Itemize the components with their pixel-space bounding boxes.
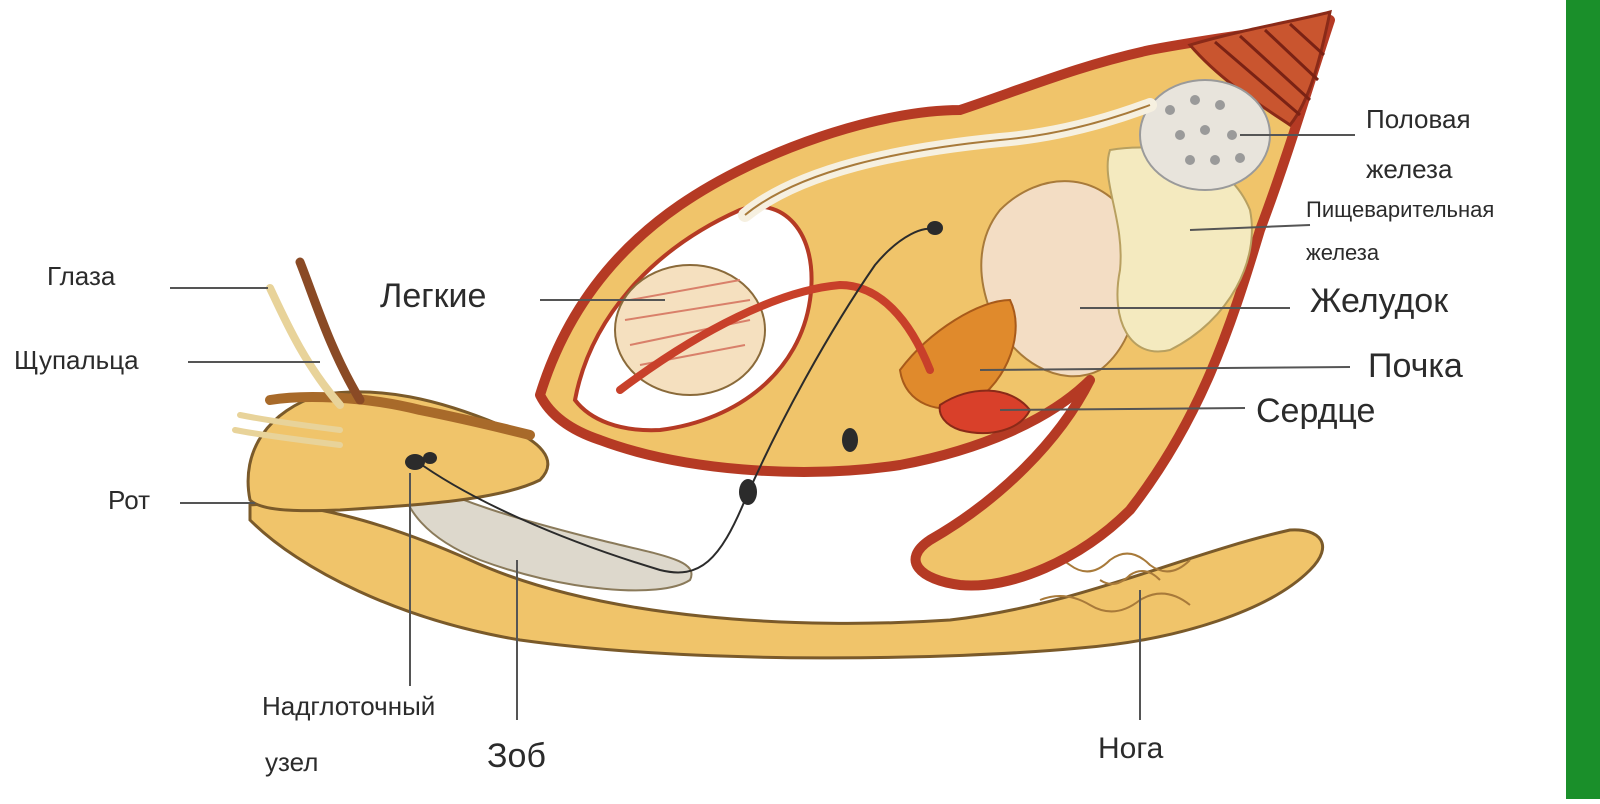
green-side-bar	[1566, 0, 1600, 799]
ganglion-small	[423, 452, 437, 464]
label-ganglion-line1: Надглоточный	[262, 692, 435, 722]
label-ganglion-line2: узел	[265, 748, 318, 778]
label-digestive-line2: железа	[1306, 240, 1379, 265]
label-foot: Нога	[1098, 732, 1163, 767]
label-digestive-line1: Пищеварительная	[1306, 197, 1494, 222]
label-crop: Зоб	[487, 737, 546, 776]
label-tentacles: Щупальца	[14, 346, 139, 376]
ganglion-mid	[739, 479, 757, 505]
label-lungs: Легкие	[380, 277, 486, 316]
label-gonad-line1: Половая	[1366, 105, 1471, 135]
ganglion-top	[927, 221, 943, 235]
label-gonad-line2: железа	[1366, 155, 1452, 185]
label-eyes: Глаза	[47, 262, 115, 292]
label-heart: Сердце	[1256, 392, 1375, 431]
label-mouth: Рот	[108, 486, 150, 516]
supraesophageal-ganglion	[405, 454, 425, 470]
ganglion-upper	[842, 428, 858, 452]
label-kidney: Почка	[1368, 347, 1463, 386]
label-stomach: Желудок	[1310, 282, 1448, 321]
tentacle-dark	[300, 262, 360, 400]
